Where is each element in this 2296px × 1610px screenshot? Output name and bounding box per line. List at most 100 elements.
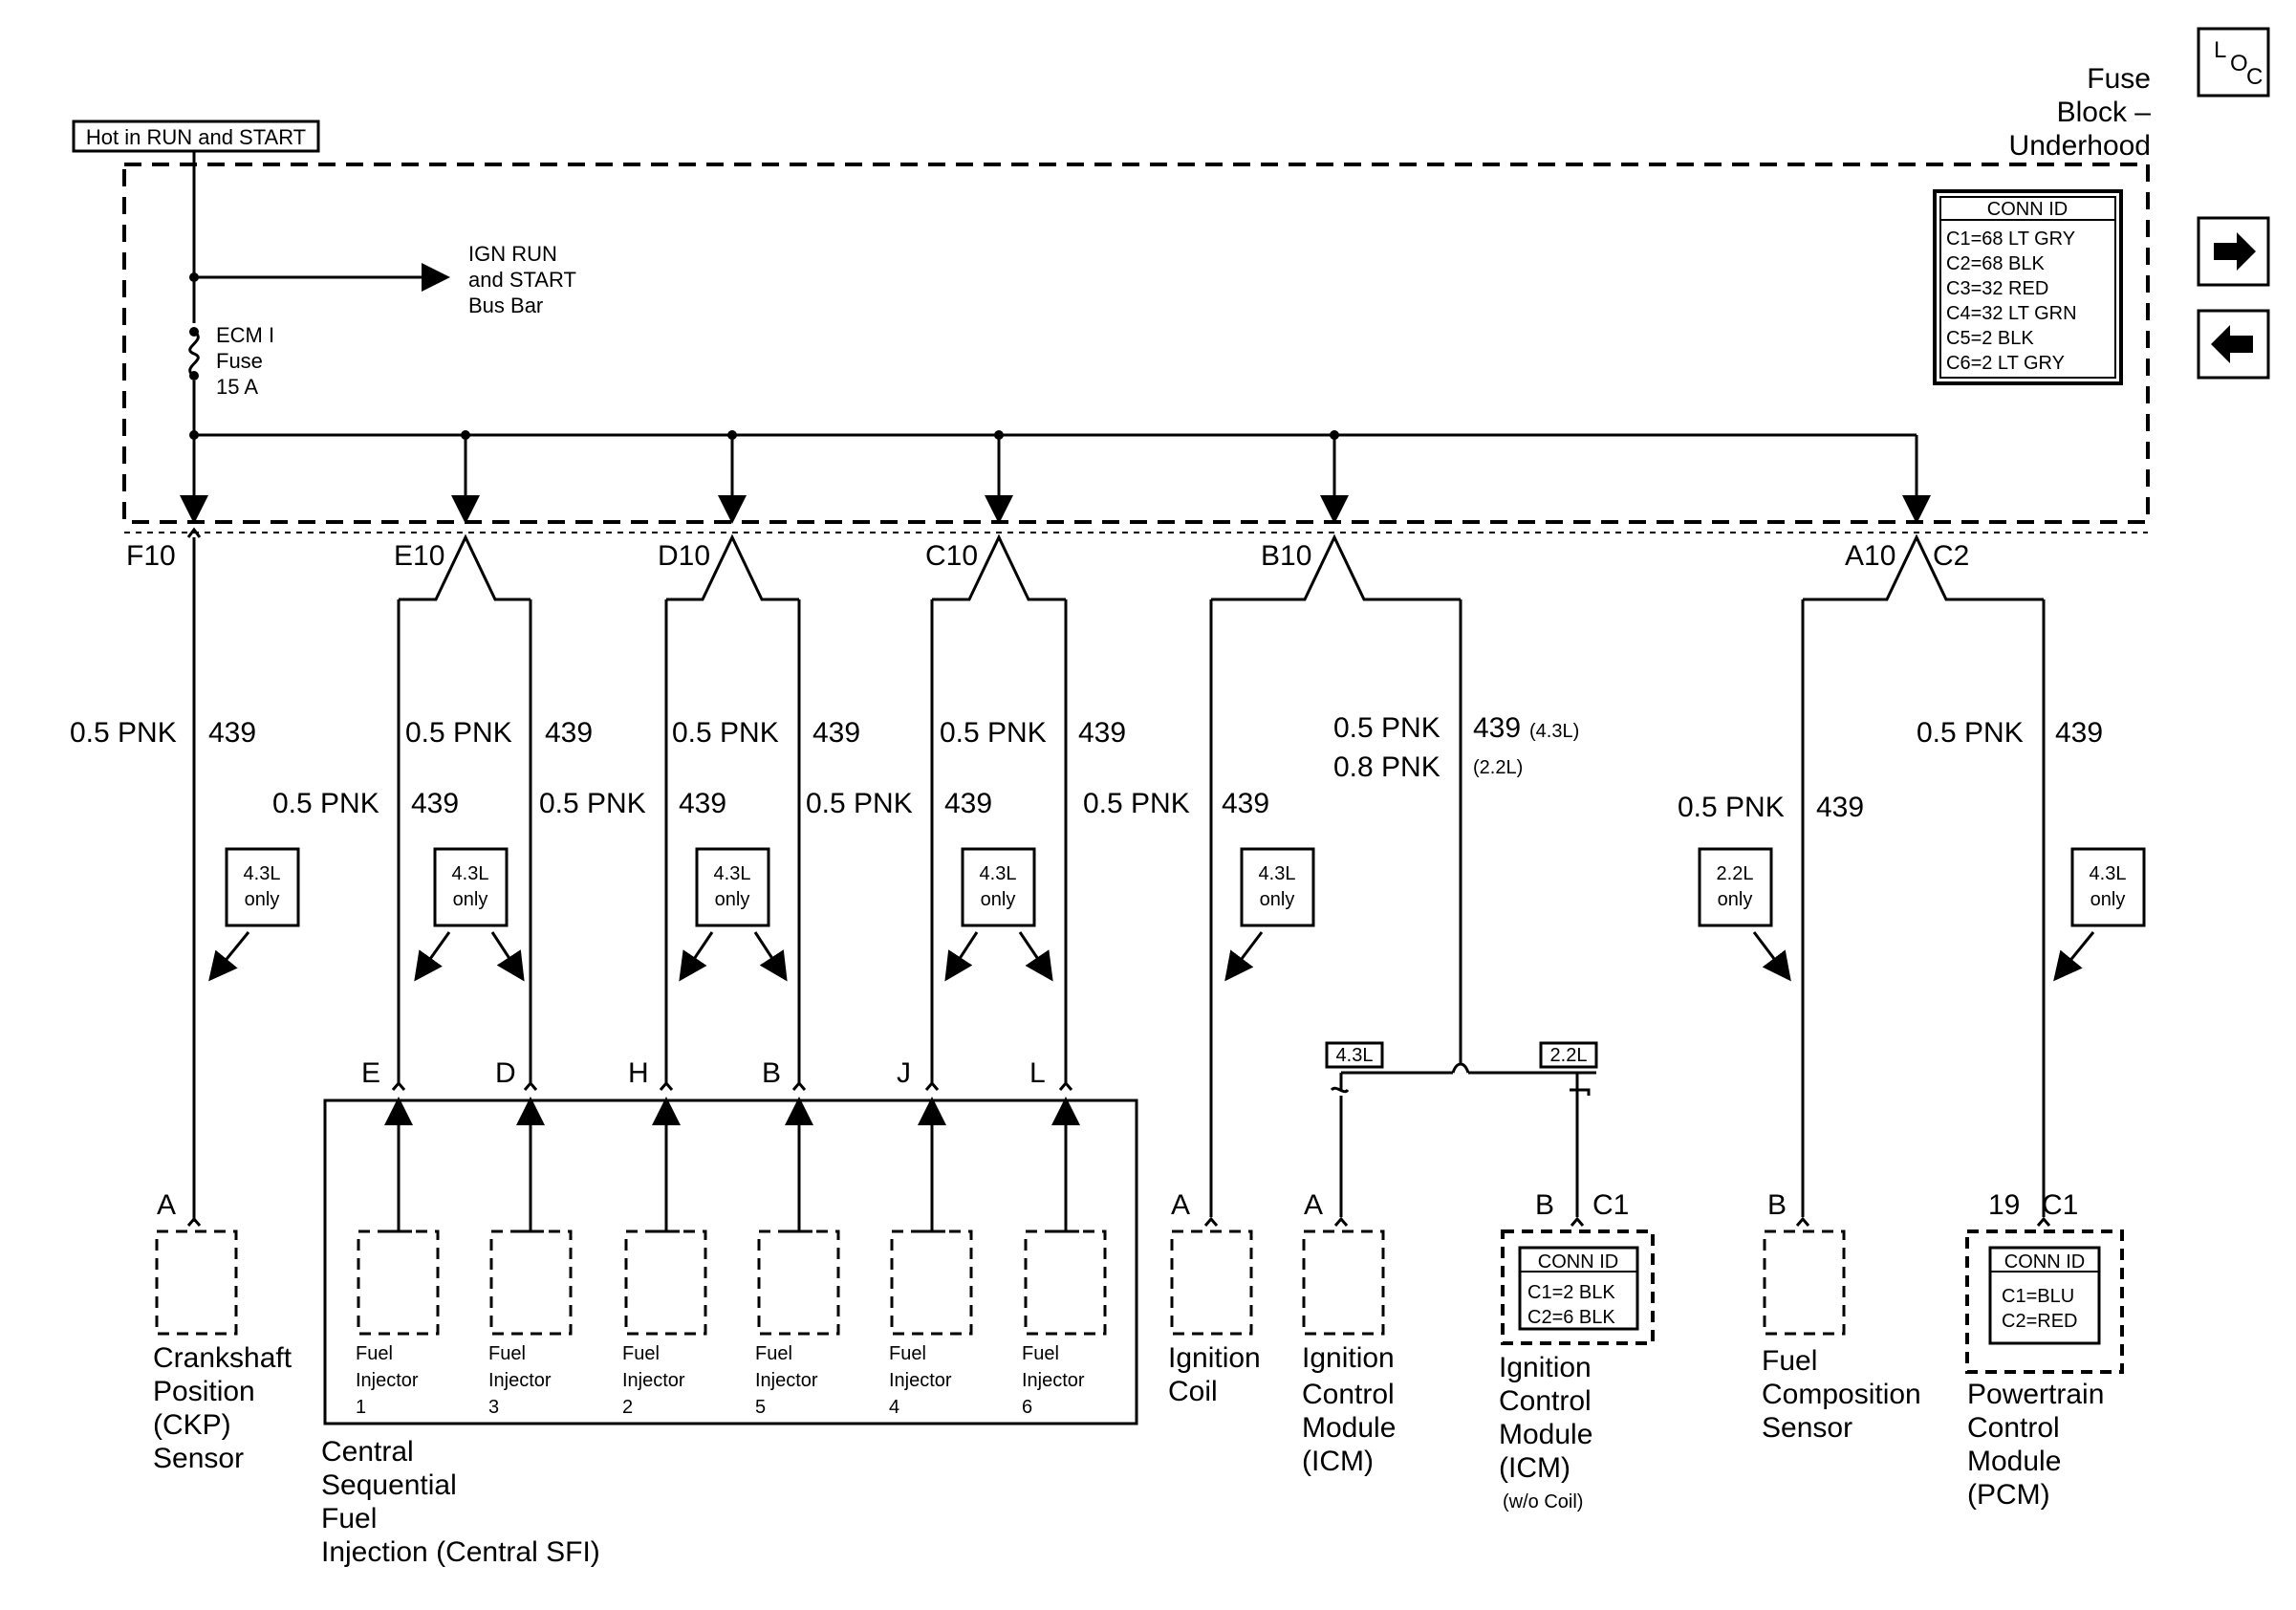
hot-label-text: Hot in RUN and START	[86, 125, 306, 149]
icm-conn-row: C2=6 BLK	[1527, 1307, 1615, 1328]
sfi-label: Injection (Central SFI)	[321, 1536, 600, 1568]
wire-circuit-label: 439	[944, 788, 992, 819]
note-engine: 4.3L	[2090, 863, 2127, 884]
icm2-pin: B	[1535, 1189, 1554, 1221]
ckp-pin: A	[157, 1189, 176, 1221]
note-only: only	[2090, 889, 2126, 910]
note-only: only	[981, 889, 1016, 910]
wire-color-label: 0.5 PNK	[1917, 717, 2024, 749]
loc-o-text: O	[2230, 51, 2248, 76]
note-engine: 4.3L	[980, 863, 1017, 884]
pcm-conn-row: C1=BLU	[2002, 1286, 2074, 1307]
injector-label: Injector	[356, 1370, 419, 1391]
central-sfi-label: Central Sequential Fuel Injection (Centr…	[321, 1436, 600, 1568]
fuse-block-title-1: Fuse	[2087, 63, 2151, 95]
coil-label: Coil	[1168, 1376, 1218, 1407]
fcs-label: Composition	[1762, 1379, 1921, 1410]
injector-label: Fuel	[622, 1343, 660, 1364]
terminal-c2: C2	[1933, 540, 1969, 572]
central-sfi-box	[323, 1099, 1138, 1425]
pin-label: L	[1029, 1057, 1046, 1089]
wire-circuit-label: 439	[545, 717, 593, 749]
icm2-label: (ICM)	[1499, 1452, 1570, 1484]
wire-circuit-label: 439	[1078, 717, 1126, 749]
icm-pin: A	[1304, 1189, 1323, 1221]
loc-button[interactable]: L O C	[2197, 27, 2270, 98]
pcm-label: Powertrain	[1967, 1379, 2104, 1410]
note-only: only	[1718, 889, 1753, 910]
injector-label: 3	[488, 1397, 499, 1418]
injector-label: Injector	[622, 1370, 685, 1391]
hot-in-run-start-label: Hot in RUN and START	[72, 120, 320, 153]
note-only: only	[453, 889, 488, 910]
icm-conn-id-table: CONN ID C1=2 BLK C2=6 BLK	[1518, 1246, 1639, 1331]
next-page-button[interactable]	[2197, 216, 2270, 287]
injector-label: Fuel	[488, 1343, 526, 1364]
icm-label: Ignition	[1302, 1342, 1395, 1374]
right-arrow-icon	[2214, 232, 2256, 271]
icm-label: (ICM)	[1302, 1446, 1374, 1477]
wire-circuit-label: 439	[1473, 712, 1521, 744]
wire-color-label: 0.5 PNK	[272, 788, 379, 819]
loc-l-text: L	[2214, 37, 2226, 63]
wire-color-label: 0.5 PNK	[539, 788, 646, 819]
ecm-fuse-icon	[186, 323, 202, 381]
conn-id-row: C4=32 LT GRN	[1946, 303, 2077, 324]
terminal-a10: A10	[1845, 540, 1895, 572]
note-only: only	[715, 889, 750, 910]
wire-circuit-label: 439	[679, 788, 726, 819]
conn-id-row: C1=68 LT GRY	[1946, 228, 2075, 250]
injector-labels: Fuel Injector 1 Fuel Injector 3 Fuel Inj…	[356, 1343, 1085, 1418]
fuse-block-title-2: Block –	[2057, 97, 2152, 128]
wire-harness	[186, 527, 2046, 1222]
icm-branch	[1325, 1041, 1598, 1217]
icm-wo-coil-box	[1501, 1229, 1655, 1345]
wire-engine-note: (4.3L)	[1529, 721, 1579, 742]
injector-label: Fuel	[755, 1343, 792, 1364]
conn-id-row: C5=2 BLK	[1946, 328, 2034, 349]
injector-label: Injector	[1022, 1370, 1085, 1391]
injector-1-box	[357, 1229, 440, 1336]
icm2-label: Control	[1499, 1385, 1592, 1417]
wire-engine-note: (2.2L)	[1473, 757, 1523, 778]
fuse-label-3: 15 A	[216, 375, 258, 399]
icm-conn-row: C1=2 BLK	[1527, 1282, 1615, 1303]
injector-label: 2	[622, 1397, 633, 1418]
injector-label: 4	[889, 1397, 899, 1418]
component-labels: Crankshaft Position (CKP) Sensor Ignitio…	[153, 1342, 2104, 1512]
fcs-label: Fuel	[1762, 1345, 1817, 1377]
icm-22-note: 2.2L	[1550, 1045, 1588, 1066]
bus-bar-label-1: IGN RUN	[468, 242, 557, 266]
pin-label: J	[897, 1057, 911, 1089]
prev-page-button[interactable]	[2197, 309, 2270, 380]
terminal-e10: E10	[394, 540, 444, 572]
injector-label: 5	[755, 1397, 766, 1418]
wire-color-label: 0.5 PNK	[405, 717, 512, 749]
fcs-label: Sensor	[1762, 1412, 1852, 1444]
injector-6-box	[1024, 1229, 1107, 1336]
icm-box	[1302, 1229, 1385, 1336]
note-engine: 4.3L	[714, 863, 751, 884]
icm2-label: Module	[1499, 1419, 1592, 1450]
injector-label: Fuel	[356, 1343, 393, 1364]
ckp-label: Crankshaft	[153, 1342, 292, 1374]
ignition-coil-box	[1170, 1229, 1253, 1336]
coil-pin: A	[1171, 1189, 1190, 1221]
icm2-label: (w/o Coil)	[1503, 1491, 1583, 1512]
ckp-label: (CKP)	[153, 1409, 231, 1441]
icm2-label: Ignition	[1499, 1352, 1592, 1383]
injector-label: Injector	[488, 1370, 552, 1391]
injector-label: Injector	[889, 1370, 952, 1391]
fuse-label-1: ECM I	[216, 323, 274, 347]
pcm-label: (PCM)	[1967, 1479, 2050, 1511]
pcm-conn-id-table: CONN ID C1=BLU C2=RED	[1988, 1246, 2101, 1345]
coil-label: Ignition	[1168, 1342, 1261, 1374]
fuse-block-conn-id-table: CONN ID C1=68 LT GRY C2=68 BLK C3=32 RED…	[1933, 189, 2123, 385]
injector-3-box	[489, 1229, 573, 1336]
fuse-label-2: Fuse	[216, 349, 263, 373]
conn-id-row: C3=32 RED	[1946, 278, 2048, 299]
pin-label: E	[361, 1057, 380, 1089]
icm-43-note: 4.3L	[1336, 1045, 1374, 1066]
wire-labels: 0.5 PNK 439 0.5 PNK 439 0.5 PNK 439 0.5 …	[70, 712, 2103, 823]
